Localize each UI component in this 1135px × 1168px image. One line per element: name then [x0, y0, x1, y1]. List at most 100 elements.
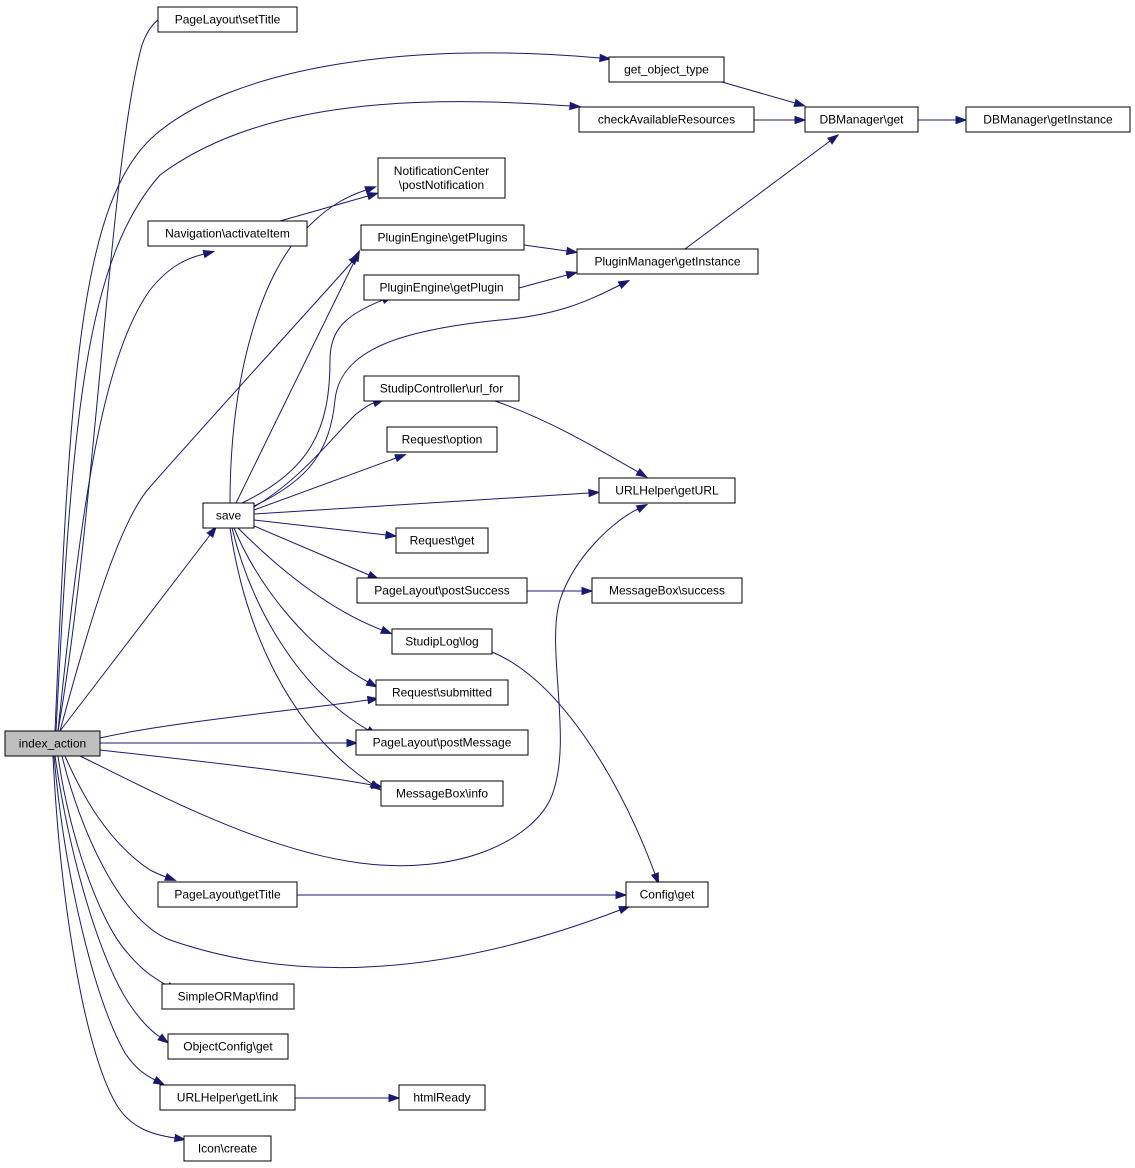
node-get-object-type[interactable]: get_object_type — [608, 56, 725, 83]
node-box — [591, 577, 743, 604]
node-box — [159, 1084, 296, 1111]
node-submitted[interactable]: Request\submitted — [375, 679, 509, 706]
node-dbm-get[interactable]: DBManager\get — [804, 106, 919, 133]
edge-save-to-postMessage — [231, 527, 378, 736]
node-mb-success[interactable]: MessageBox\success — [591, 577, 743, 604]
edge-line — [241, 299, 384, 504]
node-getURL[interactable]: URLHelper\getURL — [598, 477, 736, 504]
node-url-for[interactable]: StudipController\url_for — [363, 375, 520, 402]
edge-index_action-to-get_object_type — [54, 52, 612, 732]
node-label: URLHelper\getURL — [615, 484, 719, 498]
node-box — [375, 679, 509, 706]
edge-arrowhead — [385, 530, 398, 540]
edge-arrowhead — [793, 98, 807, 107]
edge-arrowhead — [569, 101, 582, 111]
node-mb-info[interactable]: MessageBox\info — [380, 780, 504, 807]
edge-line — [229, 189, 367, 504]
node-box — [386, 426, 498, 453]
edge-save-to-request_option — [253, 454, 407, 511]
edge-save-to-studiplog — [237, 527, 393, 635]
edge-save-to-mb_info — [229, 527, 382, 791]
edge-arrowhead — [369, 780, 382, 791]
node-find[interactable]: SimpleORMap\find — [161, 983, 295, 1010]
node-label: Request\option — [402, 433, 483, 447]
node-getLink[interactable]: URLHelper\getLink — [159, 1084, 296, 1111]
edge-index_action-to-checkAvailableResources — [55, 101, 582, 732]
edge-arrowhead — [164, 872, 177, 881]
edge-arrowhead — [364, 186, 377, 195]
node-box — [608, 56, 725, 83]
edge-line — [55, 101, 571, 732]
edge-arrowhead — [346, 738, 359, 748]
node-box — [578, 106, 755, 133]
edge-activateItem-to-postNotification — [279, 192, 380, 222]
edge-save-to-postSuccess — [253, 525, 380, 580]
edge-line — [253, 402, 375, 508]
node-index-action[interactable]: index_action — [4, 730, 101, 757]
node-request-option[interactable]: Request\option — [386, 426, 498, 453]
node-getPlugins[interactable]: PluginEngine\getPlugins — [360, 224, 525, 251]
node-htmlReady[interactable]: htmlReady — [398, 1084, 486, 1111]
edge-studiplog-to-config_get — [491, 651, 660, 885]
edge-index_action-to-find — [57, 755, 179, 992]
node-label: htmlReady — [413, 1091, 470, 1105]
edge-index_action-to-save — [59, 525, 218, 732]
edge-line — [253, 492, 590, 515]
node-label: Navigation\activateItem — [165, 227, 290, 241]
edge-line — [54, 52, 601, 732]
edge-line — [235, 259, 356, 504]
node-label: Icon\create — [198, 1142, 258, 1156]
node-icon-create[interactable]: Icon\create — [183, 1135, 272, 1162]
node-studiplog[interactable]: StudipLog\log — [391, 628, 493, 655]
node-label: get_object_type — [624, 63, 709, 77]
node-getTitle[interactable]: PageLayout\getTitle — [157, 881, 298, 908]
edge-line — [231, 527, 369, 731]
edge-line — [253, 519, 387, 536]
edge-arrowhead — [581, 586, 594, 596]
node-pm-getInstance[interactable]: PluginManager\getInstance — [576, 248, 759, 275]
node-checkAvailableResources[interactable]: checkAvailableResources — [578, 106, 755, 133]
edge-arrowhead — [388, 1093, 401, 1103]
edge-index_action-to-postMessage — [100, 738, 359, 748]
node-label: DBManager\getInstance — [983, 113, 1113, 127]
node-activateItem[interactable]: Navigation\activateItem — [147, 220, 308, 247]
node-box — [598, 477, 736, 504]
node-label: PluginEngine\getPlugin — [379, 281, 503, 295]
edge-line — [79, 508, 639, 867]
node-box — [391, 628, 493, 655]
edge-save-to-getURL — [253, 488, 601, 515]
edge-line — [99, 749, 373, 786]
edge-line — [57, 755, 169, 987]
node-postMessage[interactable]: PageLayout\postMessage — [355, 729, 529, 756]
node-objectconfig-get[interactable]: ObjectConfig\get — [167, 1033, 289, 1060]
node-box — [202, 502, 255, 529]
node-setTitle[interactable]: PageLayout\setTitle — [157, 6, 298, 33]
node-request-get[interactable]: Request\get — [395, 527, 489, 554]
node-save[interactable]: save — [202, 502, 255, 529]
edge-line — [57, 11, 171, 732]
node-config-get[interactable]: Config\get — [625, 881, 709, 908]
edge-arrowhead — [565, 246, 579, 256]
edge-arrowhead — [827, 134, 840, 145]
node-getPlugin[interactable]: PluginEngine\getPlugin — [363, 274, 520, 301]
edge-line — [59, 534, 211, 732]
node-dbm-getInstance[interactable]: DBManager\getInstance — [965, 106, 1131, 133]
edge-getPlugins-to-pm_getInstance — [523, 244, 579, 256]
edge-line — [61, 755, 621, 969]
edge-getPlugin-to-pm_getInstance — [518, 271, 579, 289]
edge-save-to-pm_getInstance — [253, 279, 631, 507]
node-box — [377, 157, 506, 199]
edge-arrowhead — [394, 454, 407, 463]
edge-arrowhead — [955, 115, 968, 125]
node-label: save — [216, 509, 242, 523]
edge-line — [491, 651, 656, 875]
node-box — [965, 106, 1131, 133]
node-box — [625, 881, 709, 908]
node-box — [363, 274, 520, 301]
node-postNotification[interactable]: NotificationCenter\postNotification — [377, 157, 506, 199]
edge-index_action-to-config_get — [61, 755, 631, 969]
edge-arrowhead — [794, 115, 807, 125]
node-postSuccess[interactable]: PageLayout\postSuccess — [356, 577, 528, 604]
edge-arrowhead — [365, 678, 379, 688]
node-label: PluginEngine\getPlugins — [377, 231, 507, 245]
